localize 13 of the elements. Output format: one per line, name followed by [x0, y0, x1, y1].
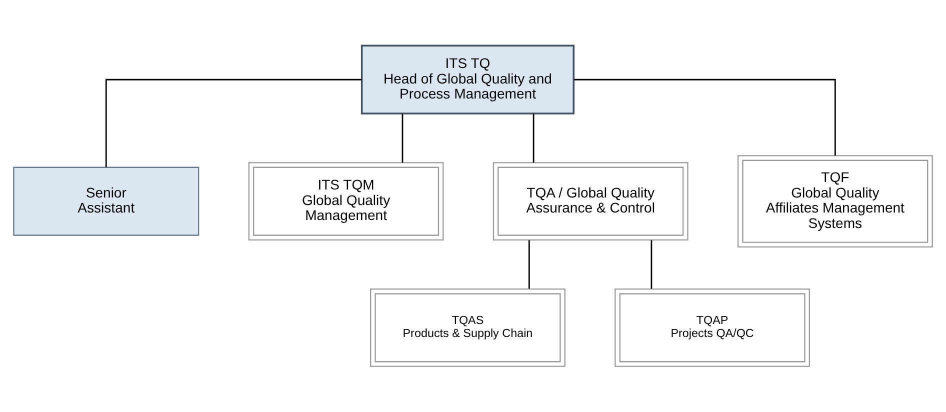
connector — [105, 78, 362, 168]
connector — [528, 240, 530, 289]
connector — [574, 78, 836, 156]
connector — [650, 240, 652, 289]
node-box: Senior Assistant — [13, 166, 200, 236]
node-box: ITS TQ Head of Global Quality and Process Management — [360, 44, 575, 114]
node-box: TQAP Projects QA/QC — [614, 288, 810, 367]
node-box: TQAS Products & Supply Chain — [370, 288, 566, 367]
node-box: TQA / Global Quality Assurance & Control — [492, 162, 688, 241]
connector — [532, 114, 534, 163]
node-box: TQF Global Quality Affiliates Management Systems — [737, 155, 933, 248]
connector — [402, 114, 404, 163]
node-box: ITS TQM Global Quality Management — [248, 162, 444, 241]
